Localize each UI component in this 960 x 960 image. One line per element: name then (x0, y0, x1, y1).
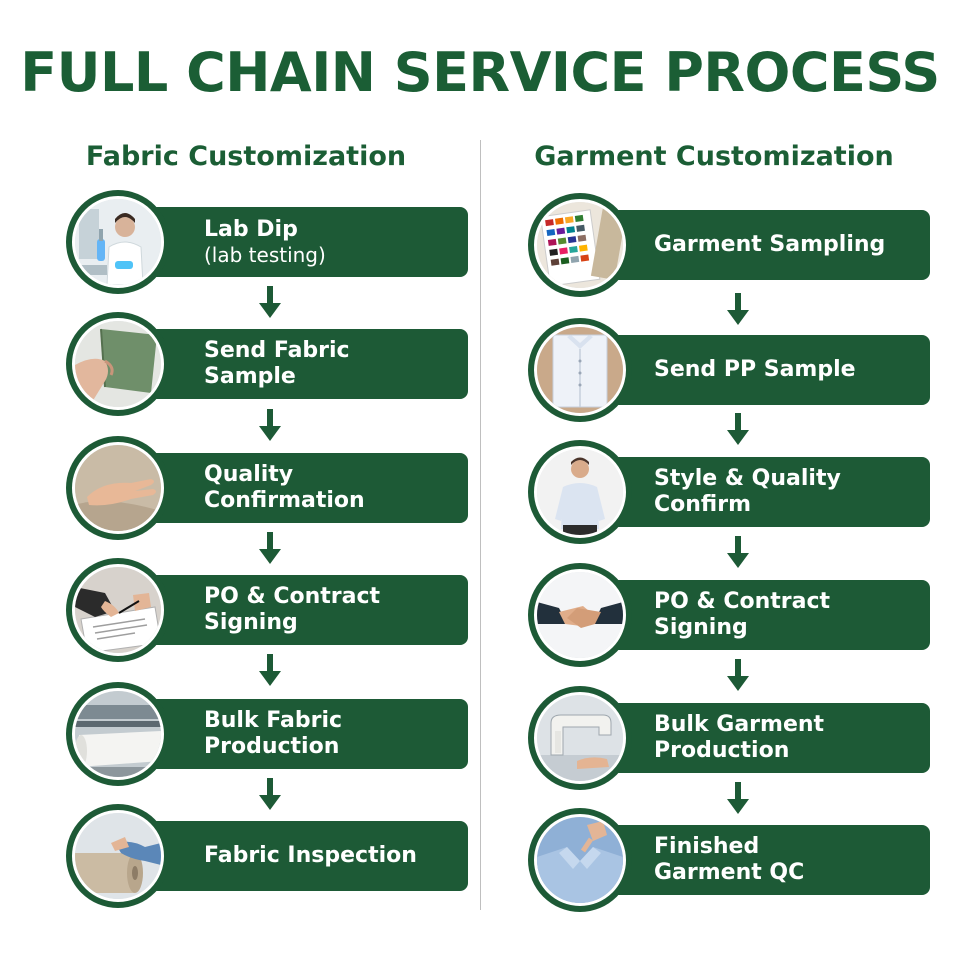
step-finished-garment-qc: Finished Garment QC (528, 808, 930, 912)
step-photo-frame (528, 440, 632, 544)
step-photo-frame (66, 312, 170, 416)
step-photo-frame (528, 808, 632, 912)
step-bar: Finished Garment QC (590, 825, 930, 895)
step-bar: PO & Contract Signing (590, 580, 930, 650)
step-bar: Send PP Sample (590, 335, 930, 405)
arrow-down-icon (727, 536, 749, 568)
step-lab-dip: Lab Dip (lab testing) (66, 190, 468, 294)
step-photo-frame (66, 190, 170, 294)
step-bar: Bulk Garment Production (590, 703, 930, 773)
man-in-shirt-icon (534, 446, 626, 538)
step-label: Send PP Sample (654, 357, 856, 382)
contract-signing-icon (72, 564, 164, 656)
step-garment-sampling: Garment Sampling (528, 193, 930, 297)
arrow-down-icon (727, 659, 749, 691)
fabric-swatch-icon (72, 318, 164, 410)
arrow-down-icon (259, 409, 281, 441)
step-send-fabric-sample: Send Fabric Sample (66, 312, 468, 416)
lab-technician-icon (72, 196, 164, 288)
step-label: Send Fabric Sample (204, 338, 350, 389)
step-photo-frame (528, 318, 632, 422)
step-fabric-inspection: Fabric Inspection (66, 804, 468, 908)
arrow-down-icon (259, 532, 281, 564)
step-bar: Lab Dip (lab testing) (128, 207, 468, 277)
step-bar: PO & Contract Signing (128, 575, 468, 645)
arrow-down-icon (727, 293, 749, 325)
step-bar: Quality Confirmation (128, 453, 468, 523)
step-bar: Garment Sampling (590, 210, 930, 280)
arrow-down-icon (259, 778, 281, 810)
garment-customization-heading: Garment Customization (534, 141, 894, 172)
arrow-down-icon (727, 413, 749, 445)
step-send-pp-sample: Send PP Sample (528, 318, 930, 422)
sewing-machine-icon (534, 692, 626, 784)
page-title: FULL CHAIN SERVICE PROCESS (20, 41, 940, 104)
step-label: Fabric Inspection (204, 843, 417, 868)
arrow-down-icon (259, 286, 281, 318)
step-photo-frame (66, 558, 170, 662)
step-photo-frame (528, 193, 632, 297)
step-style-quality-confirm: Style & Quality Confirm (528, 440, 930, 544)
fabric-roller-machine-icon (72, 688, 164, 780)
step-quality-confirmation: Quality Confirmation (66, 436, 468, 540)
step-bar: Fabric Inspection (128, 821, 468, 891)
step-label: Bulk Fabric Production (204, 708, 343, 759)
step-bar: Bulk Fabric Production (128, 699, 468, 769)
step-bar: Send Fabric Sample (128, 329, 468, 399)
step-photo-frame (528, 686, 632, 790)
fabric-roll-inspection-icon (72, 810, 164, 902)
step-photo-frame (66, 804, 170, 908)
step-label: Bulk Garment Production (654, 712, 825, 763)
column-divider (480, 140, 481, 910)
step-bar: Style & Quality Confirm (590, 457, 930, 527)
color-swatch-card-icon (534, 199, 626, 291)
step-bulk-fabric-production: Bulk Fabric Production (66, 682, 468, 786)
step-photo-frame (66, 436, 170, 540)
step-label: PO & Contract Signing (204, 584, 381, 635)
handshake-icon (534, 569, 626, 661)
arrow-down-icon (727, 782, 749, 814)
step-bulk-garment-production: Bulk Garment Production (528, 686, 930, 790)
shirt-collar-inspection-icon (534, 814, 626, 906)
step-label: PO & Contract Signing (654, 589, 831, 640)
step-sublabel: (lab testing) (204, 243, 326, 267)
folded-shirt-icon (534, 324, 626, 416)
step-photo-frame (528, 563, 632, 667)
fabric-customization-heading: Fabric Customization (85, 141, 407, 172)
step-label: Finished Garment QC (654, 834, 805, 885)
step-po-contract-signing-garment: PO & Contract Signing (528, 563, 930, 667)
hand-on-fabric-icon (72, 442, 164, 534)
step-po-contract-signing: PO & Contract Signing (66, 558, 468, 662)
step-label: Garment Sampling (654, 232, 886, 257)
step-photo-frame (66, 682, 170, 786)
step-label: Style & Quality Confirm (654, 466, 841, 517)
step-label: Lab Dip (204, 217, 298, 242)
arrow-down-icon (259, 654, 281, 686)
step-label: Quality Confirmation (204, 462, 365, 513)
